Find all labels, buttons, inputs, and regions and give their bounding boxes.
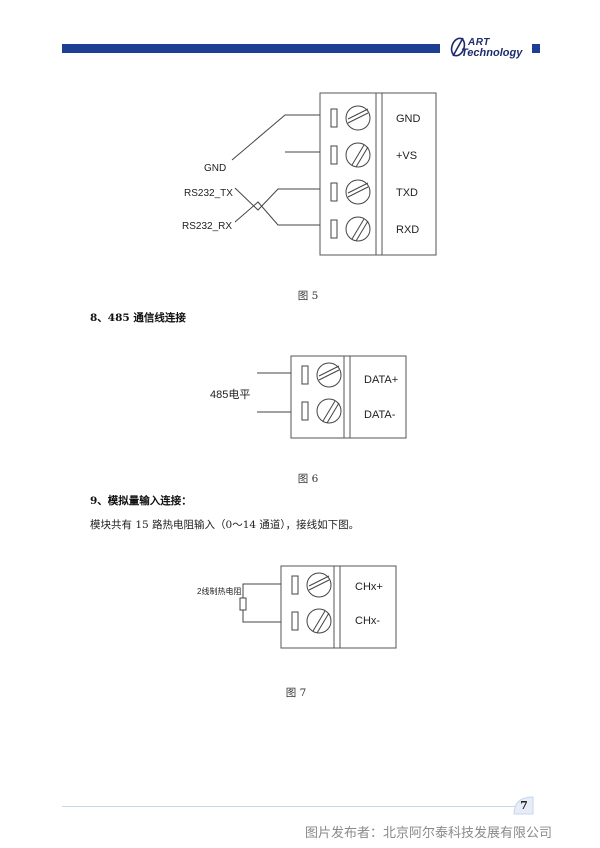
figure-7-diagram: CHx+ CHx- 2线制热电阻 [197, 565, 397, 649]
figure-5-caption: 图 5 [297, 290, 319, 302]
art-logo-icon [450, 37, 466, 57]
figure-6-caption: 图 6 [297, 473, 319, 485]
footer-line [62, 806, 517, 807]
logo-art-text: ART [468, 37, 490, 48]
terminal-block [290, 355, 407, 439]
wire-chx-minus [242, 610, 281, 623]
publisher-watermark: 图片发布者：北京阿尔泰科技发展有限公司 [305, 826, 553, 841]
terminal-block [319, 92, 437, 256]
logo-technology-text: Technology [461, 47, 523, 59]
header-bar [62, 44, 440, 53]
terminal-label-chx-minus: CHx- [355, 615, 380, 627]
wire-label-rs232-rx: RS232_RX [182, 221, 232, 232]
terminal-label-gnd: GND [396, 113, 421, 125]
terminal-slot-2 [330, 142, 371, 168]
terminal-label-data-minus: DATA- [364, 409, 396, 421]
terminal-slot-1 [291, 572, 332, 598]
terminal-slot-1 [301, 362, 342, 388]
wire-label-485: 485电平 [210, 388, 250, 401]
page-number-badge [513, 796, 534, 815]
wire-rx [234, 201, 320, 226]
figure-7-caption: 图 7 [285, 687, 307, 699]
terminal-label-chx-plus: CHx+ [355, 581, 383, 593]
resistor-icon [239, 597, 247, 611]
terminal-slot-2 [301, 398, 342, 424]
wire-label-gnd: GND [204, 163, 226, 174]
terminal-label-rxd: RXD [396, 224, 419, 236]
terminal-slot-3 [330, 179, 371, 205]
section-9-body: 模块共有 15 路热电阻输入（0～14 通道），接线如下图。 [90, 519, 360, 531]
wire-chx-plus [242, 583, 281, 598]
terminal-label-txd: TXD [396, 187, 418, 199]
terminal-slot-1 [330, 105, 371, 131]
figure-6-diagram: DATA+ DATA- 485电平 [210, 355, 407, 439]
terminal-slot-2 [291, 608, 332, 634]
section-8-heading: 8、485 通信线连接 [90, 312, 186, 324]
terminal-label-data-plus: DATA+ [364, 374, 398, 386]
terminal-block [280, 565, 397, 649]
wire-label-rs232-tx: RS232_TX [184, 188, 233, 199]
wire-gnd [231, 114, 320, 161]
terminal-slot-4 [330, 216, 371, 242]
resistor-label: 2线制热电阻 [197, 586, 241, 596]
wire-tx [234, 187, 320, 211]
page-number: 7 [520, 799, 528, 812]
terminal-label-vs: +VS [396, 150, 417, 162]
figure-5-diagram: GND +VS TXD RXD GND RS232_TX RS232_RX [182, 92, 437, 256]
section-9-heading: 9、模拟量输入连接： [90, 495, 192, 507]
header-bar-end [532, 44, 540, 53]
